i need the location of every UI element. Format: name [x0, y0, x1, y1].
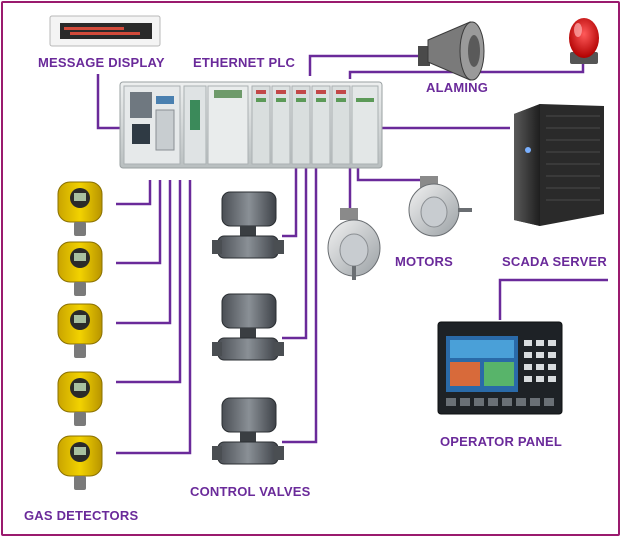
- wire-gas-detector-4: [116, 180, 182, 384]
- wire-gas-detector-5: [116, 180, 192, 455]
- label-operator-panel: OPERATOR PANEL: [440, 434, 562, 449]
- wires: [96, 54, 608, 455]
- label-message-display: MESSAGE DISPLAY: [38, 55, 165, 70]
- wire-valve-3: [282, 160, 318, 444]
- scada-server-device: [514, 104, 604, 226]
- alarm-beacon: [569, 18, 599, 64]
- wire-horn: [308, 54, 418, 76]
- horn-speaker: [418, 21, 485, 81]
- motor-2: [408, 176, 472, 237]
- label-control-valves: CONTROL VALVES: [190, 484, 311, 499]
- control-valves: [212, 191, 284, 465]
- gas-detector-5: [57, 435, 103, 490]
- gas-detector-2: [57, 241, 103, 296]
- wire-operator-panel: [498, 278, 608, 320]
- wire-valve-2: [282, 160, 308, 340]
- wire-gas-detector-3: [116, 180, 172, 325]
- label-scada-server: SCADA SERVER: [502, 254, 607, 269]
- wire-gas-detector-1: [116, 180, 152, 206]
- label-ethernet-plc: ETHERNET PLC: [193, 55, 296, 70]
- wire-valve-1: [282, 160, 298, 238]
- label-alarming: ALAMING: [426, 80, 489, 95]
- label-gas-detectors: GAS DETECTORS: [24, 508, 139, 523]
- label-motors: MOTORS: [395, 254, 454, 269]
- control-valve-1: [212, 191, 284, 259]
- plc-rack: [119, 81, 383, 169]
- gas-detector-1: [57, 181, 103, 236]
- wire-gas-detector-2: [116, 180, 162, 265]
- wire-message-display: [96, 74, 122, 130]
- control-valve-3: [212, 397, 284, 465]
- motor-1: [327, 208, 381, 280]
- gas-detector-3: [57, 303, 103, 358]
- gas-detector-4: [57, 371, 103, 426]
- operator-panel-device: [437, 321, 563, 415]
- message-display-device: [49, 15, 161, 47]
- motors: [327, 176, 472, 280]
- gas-detectors: [57, 181, 103, 490]
- control-valve-2: [212, 293, 284, 361]
